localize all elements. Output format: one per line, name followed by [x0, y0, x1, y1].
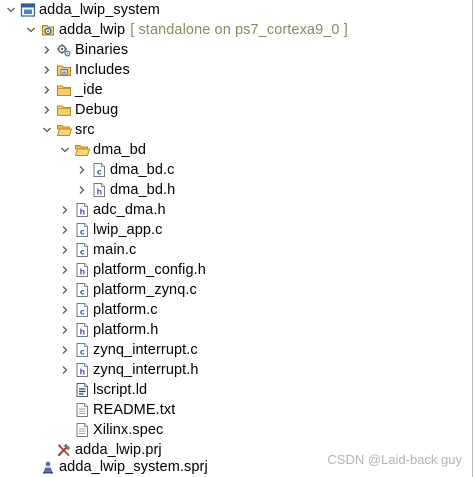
expand-chevron-icon[interactable] — [41, 60, 53, 80]
tree-indent-spacer — [59, 380, 71, 400]
folder-icon — [56, 82, 72, 98]
tree-item-adda-lwip-system[interactable]: adda_lwip_system — [0, 0, 474, 20]
tree-item-adda-lwip[interactable]: adda_lwip [ standalone on ps7_cortexa9_0… — [0, 20, 474, 40]
c-source-file-icon — [74, 282, 90, 298]
c-header-file-icon — [74, 362, 90, 378]
tree-item-binaries[interactable]: Binaries — [0, 40, 474, 60]
folder-icon — [56, 102, 72, 118]
tree-item-label: _ide — [75, 82, 103, 98]
tree-item-label: Includes — [75, 62, 130, 78]
tree-item-platform-config-h[interactable]: platform_config.h — [0, 260, 474, 280]
expand-chevron-icon[interactable] — [41, 80, 53, 100]
tree-item-label: platform.c — [93, 302, 158, 318]
tree-item-label: dma_bd.c — [110, 162, 175, 178]
c-source-file-icon — [74, 342, 90, 358]
collapse-chevron-icon[interactable] — [41, 120, 53, 140]
tree-item-label: adda_lwip.prj — [75, 442, 162, 458]
tree-item-label: dma_bd — [93, 142, 146, 158]
tree-indent-spacer — [25, 457, 37, 477]
tree-item-label: adda_lwip_system.sprj — [59, 459, 208, 475]
tree-item-label: adda_lwip — [59, 22, 126, 38]
expand-chevron-icon[interactable] — [59, 200, 71, 220]
collapse-chevron-icon[interactable] — [59, 140, 71, 160]
tree-item-label: main.c — [93, 242, 137, 258]
expand-chevron-icon[interactable] — [59, 360, 71, 380]
tree-item-label: adc_dma.h — [93, 202, 166, 218]
includes-icon — [56, 62, 72, 78]
c-header-file-icon — [91, 182, 107, 198]
tree-item-main-c[interactable]: main.c — [0, 240, 474, 260]
collapse-chevron-icon[interactable] — [25, 20, 37, 40]
tree-item-lscript-ld[interactable]: lscript.ld — [0, 380, 474, 400]
c-header-file-icon — [74, 202, 90, 218]
open-folder-icon — [56, 122, 72, 138]
c-header-file-icon — [74, 262, 90, 278]
c-source-file-icon — [91, 162, 107, 178]
tree-item-label: platform_config.h — [93, 262, 206, 278]
tree-item-platform-h[interactable]: platform.h — [0, 320, 474, 340]
project-decoration: [ standalone on ps7_cortexa9_0 ] — [130, 22, 348, 38]
tree-item-label: zynq_interrupt.c — [93, 342, 198, 358]
project-file-icon — [56, 442, 72, 458]
expand-chevron-icon[interactable] — [59, 260, 71, 280]
collapse-chevron-icon[interactable] — [5, 0, 17, 20]
tree-item-zynq-interrupt-h[interactable]: zynq_interrupt.h — [0, 360, 474, 380]
tree-item-label: lwip_app.c — [93, 222, 163, 238]
tree-item-label: zynq_interrupt.h — [93, 362, 199, 378]
tree-item-readme-txt[interactable]: README.txt — [0, 400, 474, 420]
expand-chevron-icon[interactable] — [59, 240, 71, 260]
expand-chevron-icon[interactable] — [76, 180, 88, 200]
tree-item-dma-bd[interactable]: dma_bd — [0, 140, 474, 160]
tree-item-xilinx-spec[interactable]: Xilinx.spec — [0, 420, 474, 440]
binaries-icon — [56, 42, 72, 58]
expand-chevron-icon[interactable] — [59, 300, 71, 320]
tree-indent-spacer — [59, 420, 71, 440]
tree-item-platform-zynq-c[interactable]: platform_zynq.c — [0, 280, 474, 300]
tree-item-label: Debug — [75, 102, 119, 118]
expand-chevron-icon[interactable] — [59, 320, 71, 340]
tree-item-platform-c[interactable]: platform.c — [0, 300, 474, 320]
tree-item-adda-lwip-system-sprj[interactable]: adda_lwip_system.sprj — [0, 457, 474, 477]
tree-item-label: Binaries — [75, 42, 129, 58]
tree-item-label: lscript.ld — [93, 382, 148, 398]
tree-item-label: platform.h — [93, 322, 159, 338]
text-file-icon — [74, 422, 90, 438]
expand-chevron-icon[interactable] — [59, 280, 71, 300]
tree-item-adc-dma-h[interactable]: adc_dma.h — [0, 200, 474, 220]
tree-item-debug[interactable]: Debug — [0, 100, 474, 120]
open-folder-icon — [74, 142, 90, 158]
tree-item-label: adda_lwip_system — [39, 2, 160, 18]
tree-item-label: src — [75, 122, 95, 138]
tree-item-includes[interactable]: Includes — [0, 60, 474, 80]
tree-item-adda-lwip-prj[interactable]: adda_lwip.prj — [0, 440, 474, 460]
csdn-watermark: CSDN @Laid-back guy — [327, 452, 462, 467]
tree-item-src[interactable]: src — [0, 120, 474, 140]
c-header-file-icon — [74, 322, 90, 338]
tree-item-dma-bd-h[interactable]: dma_bd.h — [0, 180, 474, 200]
tree-item-label: platform_zynq.c — [93, 282, 197, 298]
view-border — [472, 0, 473, 477]
tree-item-ide[interactable]: _ide — [0, 80, 474, 100]
text-file-icon — [74, 402, 90, 418]
application-project-icon — [40, 22, 56, 38]
c-source-file-icon — [74, 302, 90, 318]
tree-item-zynq-interrupt-c[interactable]: zynq_interrupt.c — [0, 340, 474, 360]
system-project-file-icon — [40, 459, 56, 475]
expand-chevron-icon[interactable] — [76, 160, 88, 180]
tree-item-dma-bd-c[interactable]: dma_bd.c — [0, 160, 474, 180]
expand-chevron-icon[interactable] — [41, 100, 53, 120]
linker-script-icon — [74, 382, 90, 398]
system-project-icon — [20, 2, 36, 18]
c-source-file-icon — [74, 222, 90, 238]
c-source-file-icon — [74, 242, 90, 258]
tree-item-lwip-app-c[interactable]: lwip_app.c — [0, 220, 474, 240]
expand-chevron-icon[interactable] — [59, 340, 71, 360]
tree-indent-spacer — [59, 400, 71, 420]
tree-item-label: README.txt — [93, 402, 176, 418]
tree-item-label: dma_bd.h — [110, 182, 176, 198]
tree-item-label: Xilinx.spec — [93, 422, 164, 438]
expand-chevron-icon[interactable] — [41, 40, 53, 60]
expand-chevron-icon[interactable] — [59, 220, 71, 240]
